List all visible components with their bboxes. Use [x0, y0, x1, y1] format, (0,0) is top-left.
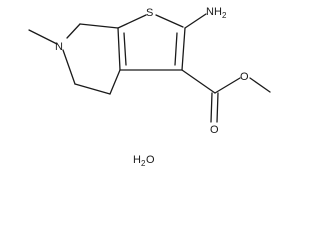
- bond-c2-nh2: [184, 13, 207, 29]
- ester-ether-oxygen-label: O: [240, 71, 249, 83]
- bond-c3-carbonyl: [181, 69, 216, 94]
- sulfur-label: S: [146, 7, 153, 19]
- molecule-canvas: S NH 2 N O O H 2 O: [28, 6, 271, 168]
- bond-c7a-c7: [79, 23, 119, 29]
- bond-n6-methyl: [28, 29, 58, 45]
- bond-c3a-c7a: [117, 27, 121, 71]
- bond-c3a-c7a-double: [123, 32, 127, 66]
- bond-s-c2: [155, 14, 184, 28]
- water-h-label: H: [133, 154, 141, 166]
- bond-o-methyl: [249, 77, 271, 93]
- bond-c7-n6: [66, 23, 81, 39]
- bond-c7a-s: [117, 14, 147, 29]
- structure-drawing: S NH 2 N O O H 2 O: [28, 6, 271, 168]
- bond-c4-c3a: [109, 69, 121, 95]
- bond-c2-c3: [181, 27, 186, 71]
- bond-c2-c3-double: [174, 32, 178, 66]
- water-o-label: O: [146, 154, 155, 166]
- amino-label: NH: [206, 6, 222, 18]
- bond-carbonyl-o-single: [214, 77, 241, 94]
- water-subscript: 2: [141, 159, 146, 168]
- bond-carbonyl-o-double-a: [210, 92, 213, 123]
- bond-n6-c5: [62, 49, 76, 85]
- ester-carbonyl-oxygen-label: O: [210, 124, 219, 136]
- bond-c5-c4: [74, 83, 111, 95]
- amino-subscript: 2: [222, 11, 227, 20]
- bond-carbonyl-o-double-b: [216, 92, 219, 123]
- ring-nitrogen-label: N: [55, 41, 63, 53]
